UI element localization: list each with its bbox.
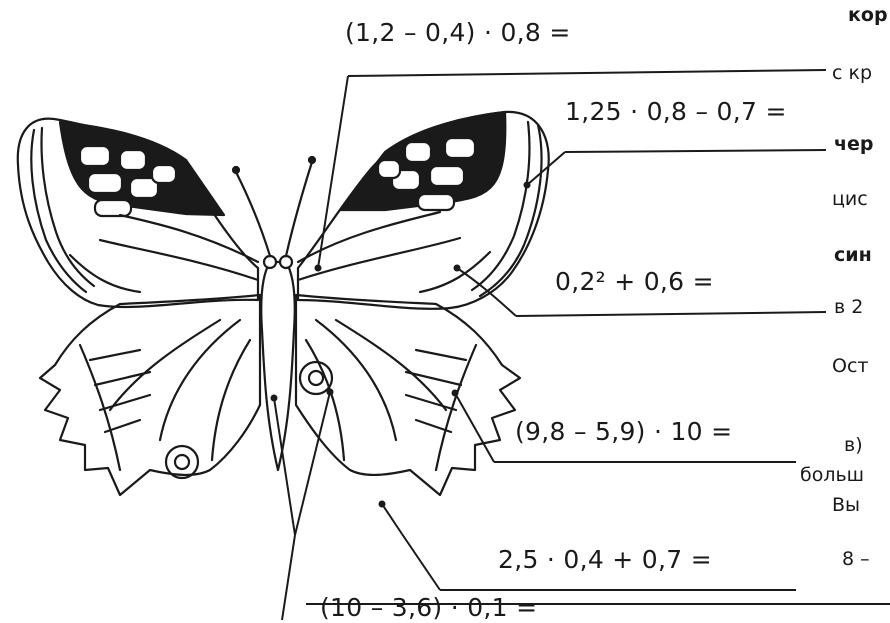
side-text-6: в 2 [834, 296, 863, 318]
side-text-4: цис [832, 188, 868, 210]
side-text-7: Ост [832, 355, 868, 377]
left-hindwing [40, 295, 260, 495]
expression-3: 0,2² + 0,6 = [555, 267, 714, 296]
leader-lines [274, 70, 890, 620]
leader-line-2 [565, 150, 826, 152]
leader-line-3 [516, 312, 826, 316]
side-text-2: с кр [832, 62, 872, 84]
expression-4: (9,8 – 5,9) · 10 = [515, 417, 732, 446]
expression-1: (1,2 – 0,4) · 0,8 = [345, 18, 571, 47]
leader-line-1 [348, 70, 826, 76]
side-text-3: чер [834, 133, 874, 155]
butterfly-body [233, 157, 315, 470]
expression-5: 2,5 · 0,4 + 0,7 = [498, 545, 712, 574]
side-text-1: кор [848, 4, 888, 26]
side-text-11: 8 – [842, 548, 870, 570]
side-text-10: Вы [832, 494, 860, 516]
side-text-9: больш [800, 464, 864, 486]
expression-6: (10 – 3,6) · 0,1 = [320, 593, 537, 622]
expression-2: 1,25 · 0,8 – 0,7 = [565, 97, 787, 126]
side-text-8: в) [844, 434, 863, 456]
left-forewing [18, 119, 258, 307]
side-text-5: син [834, 244, 872, 266]
right-forewing [298, 112, 549, 309]
